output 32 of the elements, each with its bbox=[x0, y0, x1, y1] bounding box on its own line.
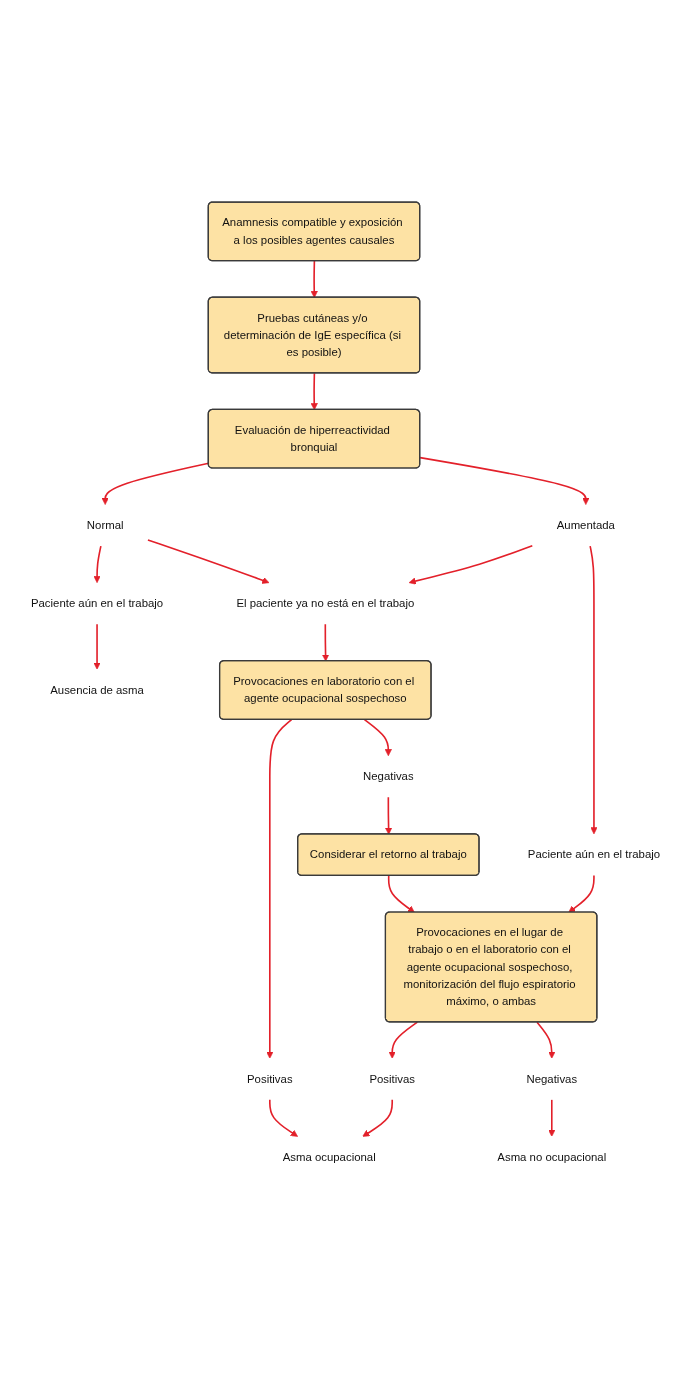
arrow bbox=[408, 544, 534, 585]
arrow bbox=[363, 718, 392, 757]
arrow bbox=[147, 539, 270, 584]
arrow bbox=[536, 1021, 556, 1059]
node-text: Normal bbox=[86, 518, 124, 532]
node-text: Ausencia de asma bbox=[50, 683, 144, 697]
arrow bbox=[101, 462, 210, 505]
arrow bbox=[310, 260, 318, 298]
arrow bbox=[322, 623, 330, 662]
arrow bbox=[548, 1099, 556, 1137]
node-text: Negativas bbox=[363, 769, 414, 783]
node-text: El paciente ya no está en el trabajo bbox=[236, 596, 415, 610]
arrow bbox=[419, 456, 590, 505]
arrow bbox=[589, 545, 598, 835]
arrow bbox=[269, 1099, 298, 1137]
arrow bbox=[93, 545, 102, 583]
node-text: Negativas bbox=[526, 1072, 578, 1086]
arrow bbox=[387, 875, 415, 913]
node-text: Aumentada bbox=[556, 518, 615, 532]
node-text: Asma ocupacional bbox=[282, 1150, 376, 1164]
arrow bbox=[385, 796, 393, 835]
arrow bbox=[93, 623, 101, 670]
node-text: Paciente aún en el trabajo bbox=[30, 596, 164, 610]
arrow bbox=[568, 874, 595, 913]
arrow bbox=[362, 1099, 394, 1137]
node-text: Positivas bbox=[369, 1072, 415, 1086]
arrow bbox=[266, 718, 293, 1059]
node-text: Asma no ocupacional bbox=[497, 1150, 607, 1164]
node-text: Paciente aún en el trabajo bbox=[527, 847, 661, 861]
arrow bbox=[310, 372, 318, 411]
node-text: Positivas bbox=[247, 1072, 293, 1086]
arrow bbox=[388, 1021, 419, 1059]
